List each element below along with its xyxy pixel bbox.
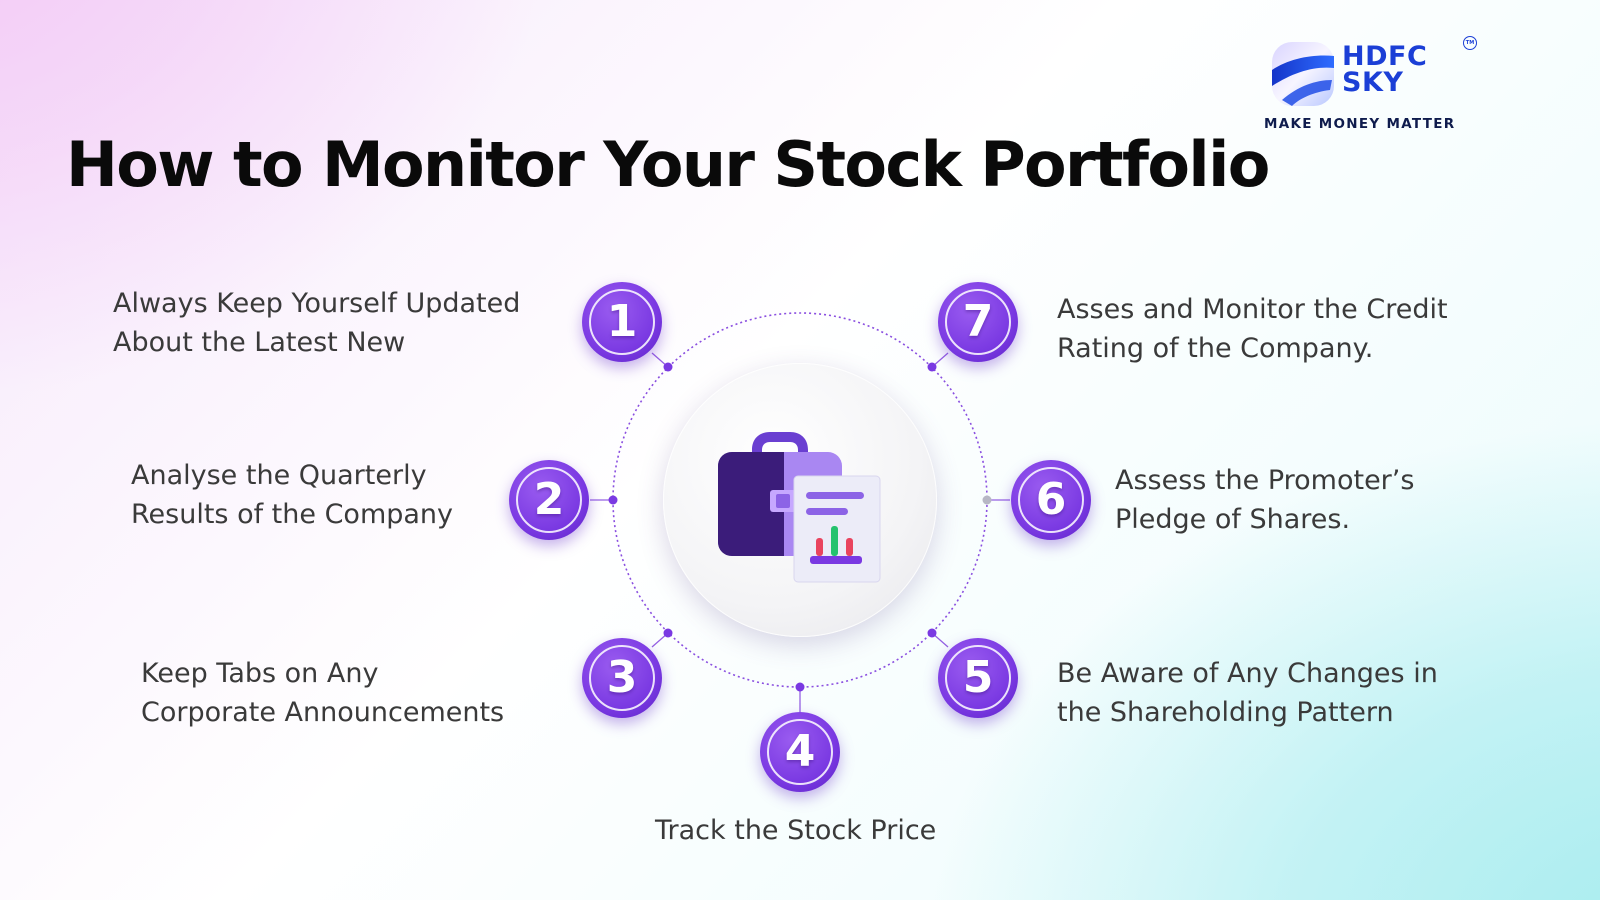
step-6-line1: Assess the Promoter’s <box>1115 465 1415 496</box>
step-4-number: 4 <box>784 726 816 777</box>
step-2-line1: Analyse the Quarterly <box>131 460 427 491</box>
step-5-line1: Be Aware of Any Changes in <box>1057 658 1438 689</box>
step-7-line2: Rating of the Company. <box>1057 333 1374 364</box>
logo-line2: SKY <box>1342 67 1404 98</box>
step-7-badge: 7 <box>938 282 1018 362</box>
hdfc-sky-logo: HDFC SKY TM MAKE MONEY MATTER <box>1264 36 1490 136</box>
step-6-text: Assess the Promoter’s Pledge of Shares. <box>1115 461 1414 539</box>
step-1-badge: 1 <box>582 282 662 362</box>
step-3-number: 3 <box>606 652 638 703</box>
step-3-line1: Keep Tabs on Any <box>141 658 379 689</box>
step-3-badge: 3 <box>582 638 662 718</box>
step-6-line2: Pledge of Shares. <box>1115 504 1351 535</box>
step-2-text: Analyse the Quarterly Results of the Com… <box>131 456 453 534</box>
step-5-badge: 5 <box>938 638 1018 718</box>
step-3-text: Keep Tabs on Any Corporate Announcements <box>141 654 504 732</box>
page-title: How to Monitor Your Stock Portfolio <box>66 128 1270 201</box>
step-4-text: Track the Stock Price <box>655 811 936 850</box>
logo-line1: HDFC <box>1342 41 1428 72</box>
step-1-number: 1 <box>606 296 638 347</box>
step-2-line2: Results of the Company <box>131 499 454 530</box>
step-1-line2: About the Latest New <box>113 327 406 358</box>
step-3-line2: Corporate Announcements <box>141 697 505 728</box>
step-2-badge: 2 <box>509 460 589 540</box>
briefcase-report-icon <box>718 432 881 583</box>
step-2-number: 2 <box>533 474 565 525</box>
step-4-badge: 4 <box>760 712 840 792</box>
step-7-line1: Asses and Monitor the Credit <box>1057 294 1448 325</box>
trademark-mark: TM <box>1463 36 1477 50</box>
logo-tagline: MAKE MONEY MATTER <box>1264 116 1456 132</box>
step-1-line1: Always Keep Yourself Updated <box>113 288 521 319</box>
step-5-text: Be Aware of Any Changes in the Sharehold… <box>1057 654 1438 732</box>
hdfc-sky-logo-icon <box>1272 42 1334 106</box>
step-5-line2: the Shareholding Pattern <box>1057 697 1394 728</box>
logo-wordmark: HDFC SKY <box>1342 41 1428 98</box>
step-5-number: 5 <box>962 652 994 703</box>
step-7-number: 7 <box>962 296 994 347</box>
step-6-badge: 6 <box>1011 460 1091 540</box>
step-1-text: Always Keep Yourself Updated About the L… <box>113 284 520 362</box>
step-4-line1: Track the Stock Price <box>655 815 937 846</box>
step-7-text: Asses and Monitor the Credit Rating of t… <box>1057 290 1448 368</box>
step-6-number: 6 <box>1035 474 1067 525</box>
